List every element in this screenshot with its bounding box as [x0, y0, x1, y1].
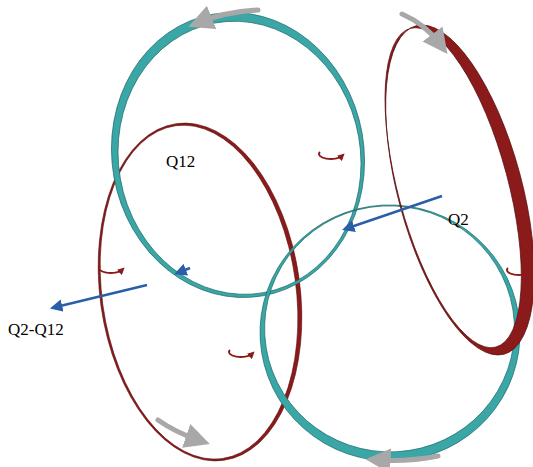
vector-arrow [56, 196, 442, 307]
twist-arrow [99, 152, 530, 357]
rotation-arrow [158, 10, 440, 461]
teal-ribbon [243, 188, 533, 467]
quantity-label: Q2 [446, 210, 471, 229]
quantity-label: Q2-Q12 [6, 320, 66, 339]
quantity-label: Q12 [164, 152, 197, 171]
red-ribbon [356, 10, 533, 371]
teal-ribbon [89, 0, 387, 318]
